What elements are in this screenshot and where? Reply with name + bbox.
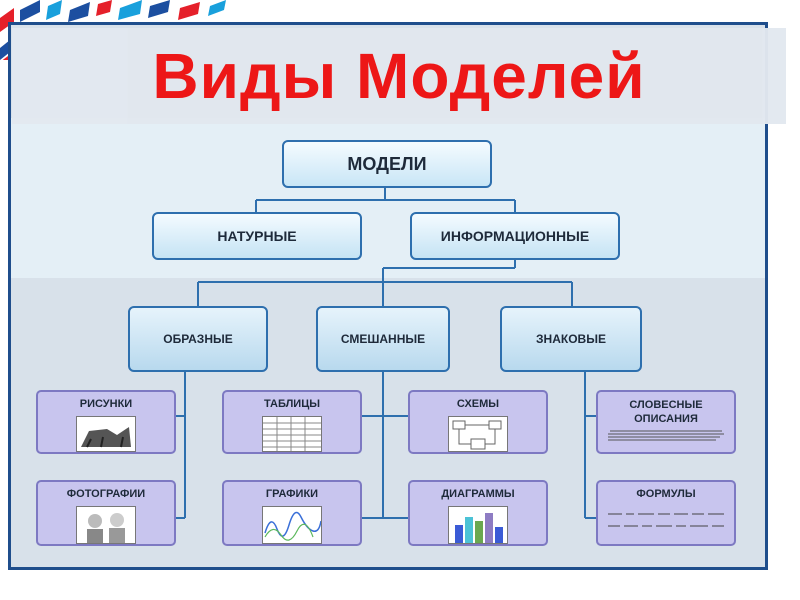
leaf-schemes: СХЕМЫ [408, 390, 548, 454]
node-informational-label: ИНФОРМАЦИОННЫЕ [440, 228, 590, 244]
leaf-formulas: ФОРМУЛЫ [596, 480, 736, 546]
leaf-tables-label: ТАБЛИЦЫ [263, 398, 321, 410]
title-banner: Виды Моделей [12, 28, 786, 124]
table-illustration [262, 416, 322, 452]
graph-illustration [262, 506, 322, 544]
leaf-graphs-label: ГРАФИКИ [265, 488, 319, 500]
node-mixed-label: СМЕШАННЫЕ [340, 332, 426, 346]
node-figurative-label: ОБРАЗНЫЕ [163, 332, 233, 346]
photo-illustration [76, 506, 136, 544]
leaf-schemes-label: СХЕМЫ [456, 398, 500, 410]
node-natural: НАТУРНЫЕ [152, 212, 362, 260]
page-title: Виды Моделей [152, 40, 646, 112]
drawing-illustration [76, 416, 136, 452]
leaf-drawings-label: РИСУНКИ [79, 398, 133, 410]
leaf-formulas-label: ФОРМУЛЫ [636, 488, 696, 500]
node-sign-label: ЗНАКОВЫЕ [536, 332, 606, 346]
node-natural-label: НАТУРНЫЕ [217, 228, 297, 244]
formula-illustration [604, 508, 728, 534]
leaf-verbal: СЛОВЕСНЫЕ ОПИСАНИЯ [596, 390, 736, 454]
node-models-label: МОДЕЛИ [347, 153, 427, 174]
leaf-graphs: ГРАФИКИ [222, 480, 362, 546]
leaf-photos: ФОТОГРАФИИ [36, 480, 176, 546]
leaf-tables: ТАБЛИЦЫ [222, 390, 362, 454]
diagram-illustration [448, 506, 508, 544]
node-models: МОДЕЛИ [282, 140, 492, 188]
leaf-photos-label: ФОТОГРАФИИ [66, 488, 146, 500]
scheme-illustration [448, 416, 508, 452]
decorative-stripes [0, 0, 226, 60]
leaf-verbal-label: СЛОВЕСНЫЕ ОПИСАНИЯ [629, 399, 703, 425]
leaf-diagrams: ДИАГРАММЫ [408, 480, 548, 546]
node-informational: ИНФОРМАЦИОННЫЕ [410, 212, 620, 260]
node-figurative: ОБРАЗНЫЕ [128, 306, 268, 372]
node-sign: ЗНАКОВЫЕ [500, 306, 642, 372]
verbal-text-illustration [606, 429, 726, 441]
leaf-drawings: РИСУНКИ [36, 390, 176, 454]
node-mixed: СМЕШАННЫЕ [316, 306, 450, 372]
leaf-diagrams-label: ДИАГРАММЫ [441, 488, 515, 500]
